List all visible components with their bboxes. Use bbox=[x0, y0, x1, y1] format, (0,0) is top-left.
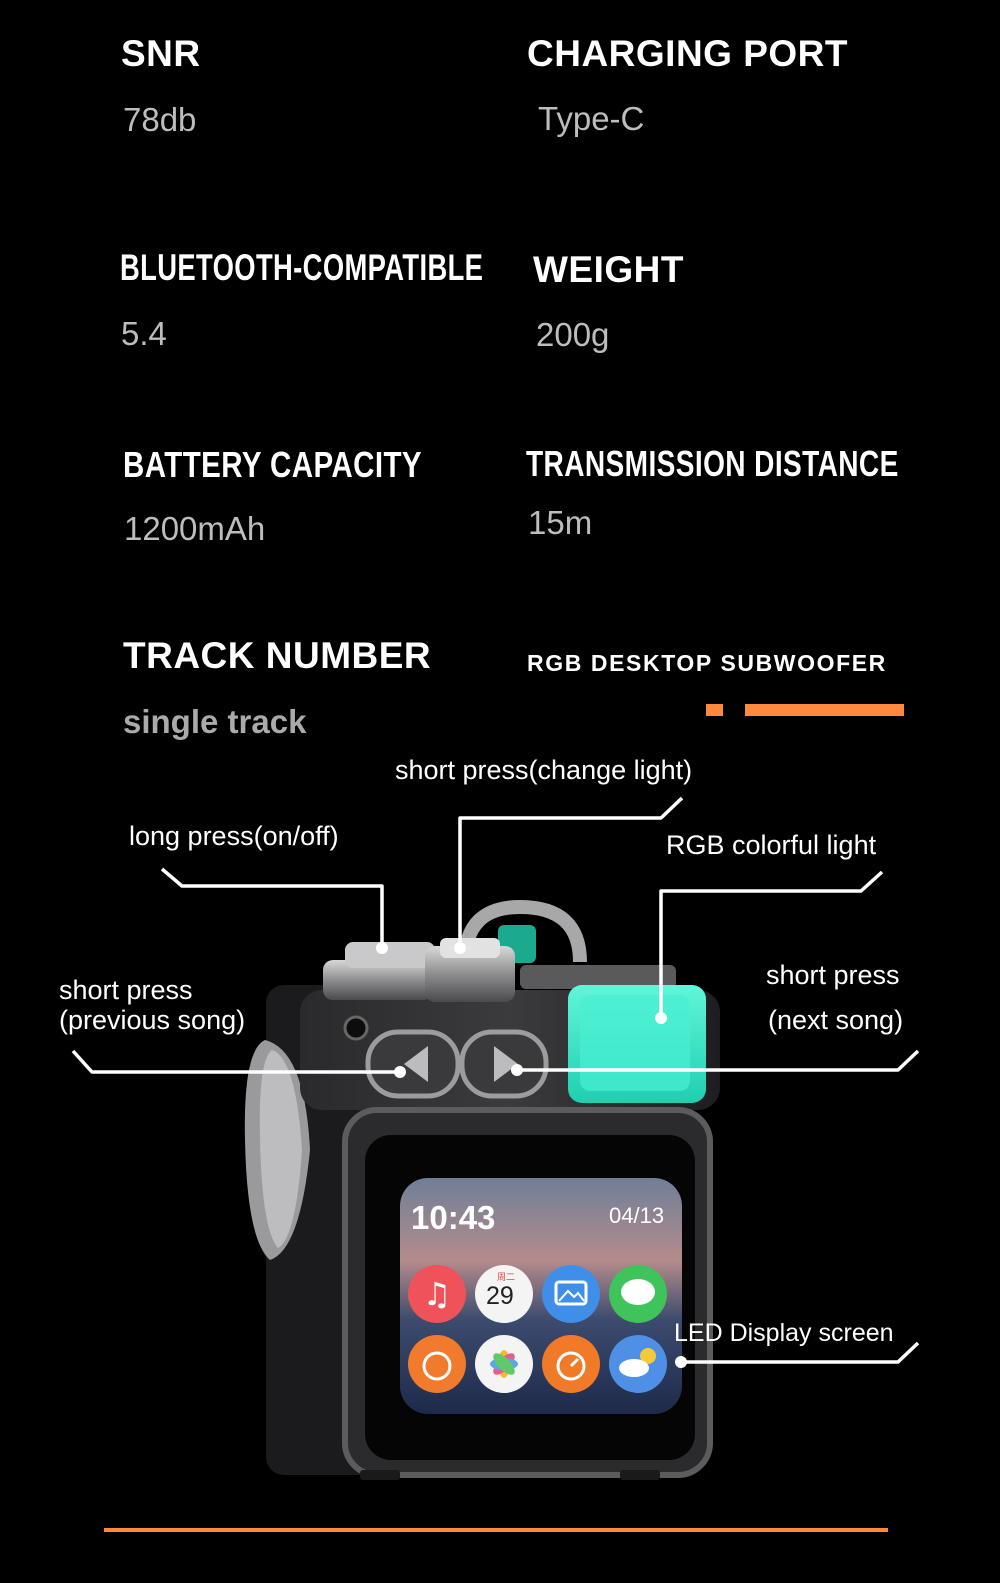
callout-prev-line1: short press bbox=[59, 975, 193, 1005]
accent-bar-short bbox=[706, 704, 723, 716]
spec-label-charging-port: CHARGING PORT bbox=[527, 33, 848, 74]
screen-time: 10:43 bbox=[411, 1199, 496, 1236]
callout-rgb-light: RGB colorful light bbox=[666, 830, 877, 860]
callout-change-light: short press(change light) bbox=[395, 755, 693, 785]
spec-label-battery: BATTERY CAPACITY bbox=[123, 444, 423, 485]
accent-bar-long bbox=[745, 704, 904, 716]
spec-label-bluetooth: BLUETOOTH-COMPATIBLE bbox=[120, 247, 484, 288]
svg-text:♫: ♫ bbox=[423, 1275, 452, 1313]
spec-value-weight: 200g bbox=[536, 316, 610, 353]
spec-value-charging-port: Type-C bbox=[538, 100, 645, 137]
callout-next-line2: (next song) bbox=[768, 1005, 904, 1035]
callout-led-screen: LED Display screen bbox=[674, 1319, 894, 1347]
calendar-weekday: 周二 bbox=[497, 1273, 516, 1283]
spec-label-snr: SNR bbox=[121, 33, 201, 74]
callout-prev-line2: (previous song) bbox=[59, 1005, 246, 1035]
product-tag: RGB DESKTOP SUBWOOFER bbox=[527, 650, 887, 676]
spec-value-bluetooth: 5.4 bbox=[121, 315, 167, 352]
bottom-accent-line bbox=[104, 1528, 888, 1532]
spec-value-snr: 78db bbox=[123, 101, 197, 138]
calendar-day: 29 bbox=[486, 1282, 514, 1310]
screen-date: 04/13 bbox=[609, 1203, 665, 1228]
spec-label-track-number: TRACK NUMBER bbox=[123, 635, 432, 676]
spec-label-weight: WEIGHT bbox=[533, 249, 684, 290]
power-knob bbox=[323, 960, 433, 1000]
callout-on-off: long press(on/off) bbox=[129, 821, 339, 851]
spec-value-transmission: 15m bbox=[528, 504, 593, 541]
spec-value-track-number: single track bbox=[123, 703, 307, 740]
top-handle bbox=[458, 899, 587, 963]
spec-value-battery: 1200mAh bbox=[124, 510, 266, 547]
callout-next-line1: short press bbox=[766, 960, 900, 990]
light-knob bbox=[425, 946, 515, 1002]
spec-label-transmission: TRANSMISSION DISTANCE bbox=[526, 443, 899, 484]
